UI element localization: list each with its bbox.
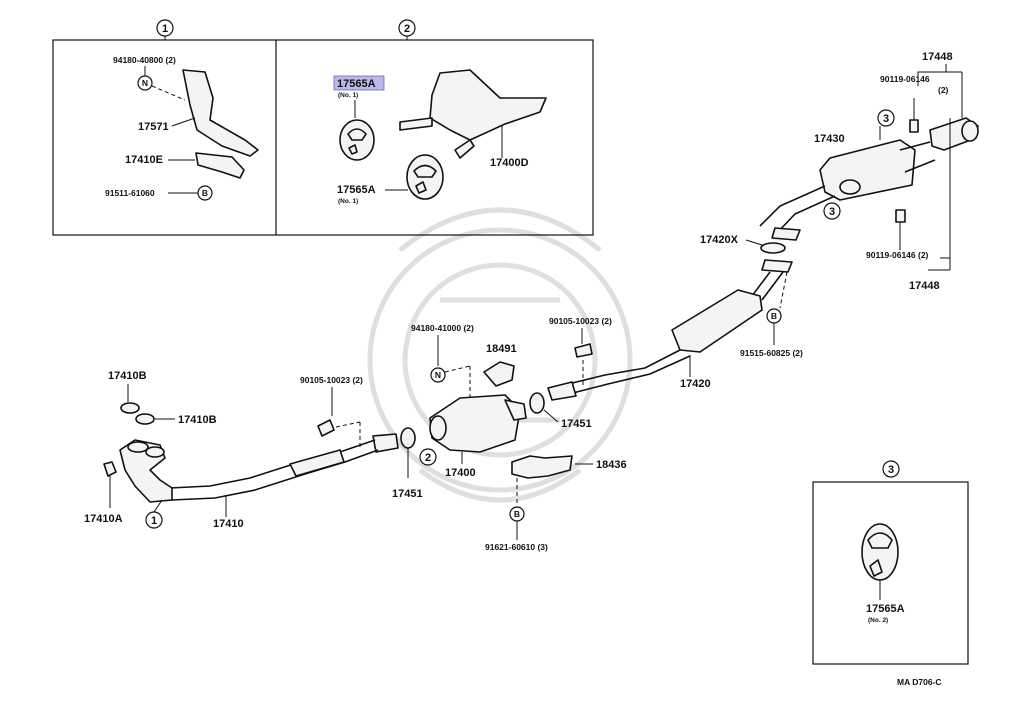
inset-box-3 bbox=[812, 481, 969, 665]
bolt-90119-a bbox=[909, 119, 919, 133]
label-17430: 17430 bbox=[814, 133, 845, 145]
label-17420X: 17420X bbox=[700, 234, 739, 246]
ref-circle-3-header: 3 bbox=[882, 460, 900, 478]
bolt-b-marker-a: B bbox=[197, 185, 213, 201]
svg-text:N: N bbox=[435, 370, 441, 380]
ref-circle-2-header: 2 bbox=[398, 19, 416, 37]
bolt-90119-b bbox=[895, 209, 906, 223]
flange-17420-front bbox=[547, 381, 577, 401]
svg-text:B: B bbox=[514, 509, 520, 519]
stud-17400D-a bbox=[399, 117, 433, 131]
gasket-17420X bbox=[760, 242, 786, 254]
svg-text:3: 3 bbox=[829, 206, 835, 218]
label-17565A-no2: 17565A bbox=[866, 603, 905, 615]
label-17448-bottom: 17448 bbox=[909, 280, 940, 292]
svg-text:2: 2 bbox=[404, 23, 410, 35]
ref-circle-1-body: 1 bbox=[145, 511, 163, 529]
label-17571: 17571 bbox=[138, 121, 169, 133]
label-18436: 18436 bbox=[596, 459, 627, 471]
hanger-17565A-no2 bbox=[861, 523, 899, 581]
label-qty-2: (2) bbox=[938, 85, 949, 95]
svg-text:1: 1 bbox=[151, 515, 157, 527]
svg-text:2: 2 bbox=[425, 452, 431, 464]
label-17451-b: 17451 bbox=[561, 418, 592, 430]
bolt-90105-b bbox=[317, 419, 335, 437]
bolt-b-marker-b: B bbox=[766, 308, 782, 324]
ref-circle-3-b: 3 bbox=[823, 202, 841, 220]
bracket-17571 bbox=[182, 69, 259, 157]
label-17410A: 17410A bbox=[84, 513, 123, 525]
label-91511-61060: 91511-61060 bbox=[105, 188, 155, 198]
pipe-sleeve-17410 bbox=[289, 449, 345, 477]
nut-17410A bbox=[103, 461, 117, 477]
gasket-17451-b bbox=[529, 392, 545, 414]
diagram-code: MA D706-C bbox=[897, 677, 942, 687]
ref-circle-1-header: 1 bbox=[156, 19, 174, 37]
label-90105-10023-b: 90105-10023 (2) bbox=[300, 375, 363, 385]
label-90119-06146-a: 90119-06146 bbox=[880, 74, 930, 84]
svg-text:N: N bbox=[142, 78, 148, 88]
label-17410: 17410 bbox=[213, 518, 244, 530]
label-17565A-highlighted[interactable]: 17565A bbox=[337, 78, 376, 90]
label-17400D: 17400D bbox=[490, 157, 529, 169]
bracket-18436 bbox=[511, 455, 573, 479]
label-17448-top: 17448 bbox=[922, 51, 953, 63]
label-17451-a: 17451 bbox=[392, 488, 423, 500]
highlight-17565A bbox=[333, 75, 385, 91]
svg-text:B: B bbox=[771, 311, 777, 321]
label-91515-60825: 91515-60825 (2) bbox=[740, 348, 803, 358]
watermark-emblem bbox=[367, 207, 633, 503]
flange-17420 bbox=[761, 259, 793, 273]
catalytic-converter-17400 bbox=[429, 394, 521, 453]
svg-text:1: 1 bbox=[162, 23, 168, 35]
label-17410B-a: 17410B bbox=[108, 370, 147, 382]
inset-box-1-2 bbox=[52, 39, 594, 236]
label-91621-60610: 91621-60610 (3) bbox=[485, 542, 548, 552]
flange-17410-rear bbox=[372, 433, 399, 453]
ref-circle-3-a: 3 bbox=[877, 109, 895, 127]
nut-n-marker-b: N bbox=[430, 367, 446, 383]
label-17410B-b: 17410B bbox=[178, 414, 217, 426]
gasket-17410B-a bbox=[120, 402, 140, 414]
label-no2: (No. 2) bbox=[868, 617, 888, 624]
bolt-b-marker-c: B bbox=[509, 506, 525, 522]
ref-circle-2-body: 2 bbox=[419, 448, 437, 466]
label-17400: 17400 bbox=[445, 467, 476, 479]
label-90105-10023-a: 90105-10023 (2) bbox=[549, 316, 612, 326]
gasket-17451-a bbox=[400, 427, 416, 449]
flange-17430 bbox=[771, 227, 801, 241]
bolt-90105-a bbox=[574, 343, 593, 358]
label-94180-41000: 94180-41000 (2) bbox=[411, 323, 474, 333]
label-17420: 17420 bbox=[680, 378, 711, 390]
label-no1-b: (No. 1) bbox=[338, 198, 358, 205]
label-no1-a: (No. 1) bbox=[338, 92, 358, 99]
label-17410E: 17410E bbox=[125, 154, 163, 166]
nut-n-marker-a: N bbox=[137, 75, 153, 91]
stud-17400D-b bbox=[454, 139, 475, 159]
gasket-17410B-b bbox=[135, 413, 155, 425]
resonator-17420 bbox=[671, 289, 763, 353]
svg-text:3: 3 bbox=[888, 464, 894, 476]
hanger-17565A-no1-b bbox=[406, 154, 444, 200]
label-18491: 18491 bbox=[486, 343, 517, 355]
hanger-17565A-no1-a bbox=[339, 119, 375, 161]
bracket-17400D bbox=[429, 69, 547, 141]
label-94180-40800: 94180-40800 (2) bbox=[113, 55, 176, 65]
gasket-17410E bbox=[195, 152, 245, 179]
svg-text:B: B bbox=[202, 188, 208, 198]
label-90119-06146-b: 90119-06146 (2) bbox=[866, 250, 929, 260]
label-17565A: 17565A bbox=[337, 184, 376, 196]
heat-shield-18491 bbox=[483, 361, 515, 387]
svg-text:3: 3 bbox=[883, 113, 889, 125]
